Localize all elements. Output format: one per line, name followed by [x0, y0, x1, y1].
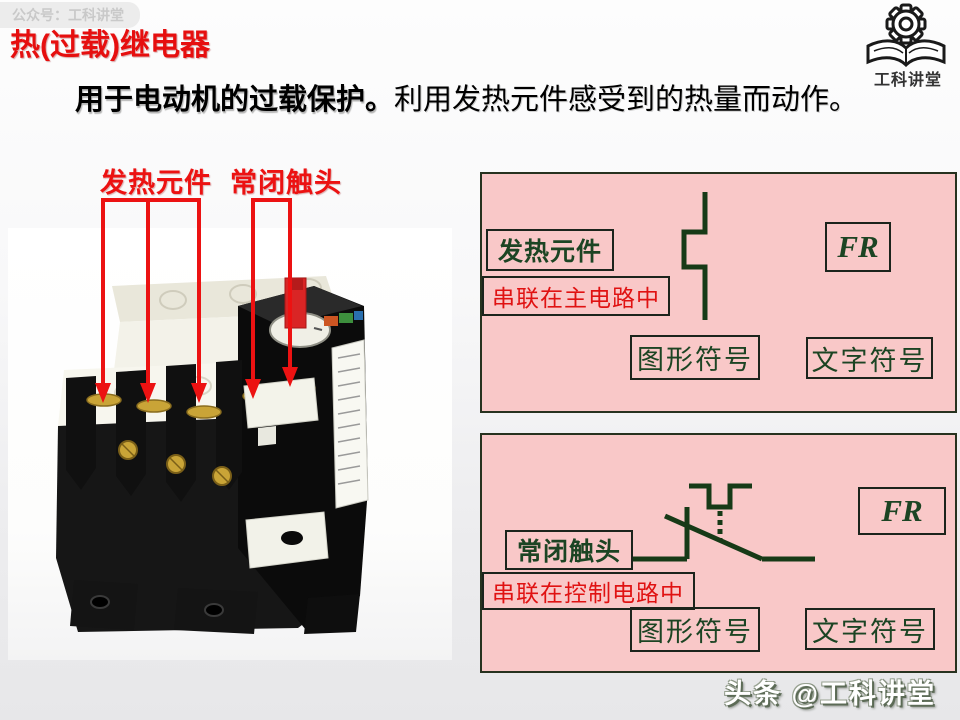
logo-caption: 工科讲堂 [873, 72, 942, 89]
panel-heating-element: 发热元件 串联在主电路中 FR 图形符号 文字符号 [480, 172, 957, 413]
panel-contact-title: 常闭触头 [505, 530, 633, 570]
nc-contact-symbol [632, 483, 815, 562]
panel-heating-graphic-caption: 图形符号 [630, 335, 760, 380]
product-photo [8, 228, 452, 660]
panel-contact-graphic-caption: 图形符号 [630, 607, 760, 652]
panel-contact-text-symbol: FR [858, 487, 946, 535]
panel-heating-text-caption: 文字符号 [806, 337, 933, 379]
panel-heating-title: 发热元件 [486, 229, 614, 271]
subtitle-rest: 利用发热元件感受到的热量而动作。 [394, 84, 859, 116]
panel-nc-contact: 常闭触头 串联在控制电路中 FR 图形符号 文字符号 [480, 433, 957, 673]
heater-element-symbol [681, 192, 708, 320]
subtitle-emphasis: 用于电动机的过载保护。 [75, 84, 395, 116]
panel-contact-text-caption: 文字符号 [805, 608, 935, 650]
watermark-badge: 公众号：工科讲堂 [0, 2, 140, 28]
callout-label-heating-element: 发热元件 [100, 168, 212, 198]
gear-book-icon [866, 3, 946, 68]
brand-logo: 工科讲堂 [860, 2, 956, 92]
relay-illustration [56, 276, 369, 634]
panel-heating-usage: 串联在主电路中 [482, 276, 670, 316]
panel-heating-text-symbol: FR [825, 222, 891, 272]
footer-watermark: 头条 @工科讲堂 [724, 679, 936, 709]
page-title: 热(过载)继电器 [10, 29, 210, 62]
panel-contact-usage: 串联在控制电路中 [482, 572, 695, 610]
subtitle: 用于电动机的过载保护。利用发热元件感受到的热量而动作。 [75, 76, 858, 118]
callout-label-nc-contact: 常闭触头 [230, 168, 342, 198]
